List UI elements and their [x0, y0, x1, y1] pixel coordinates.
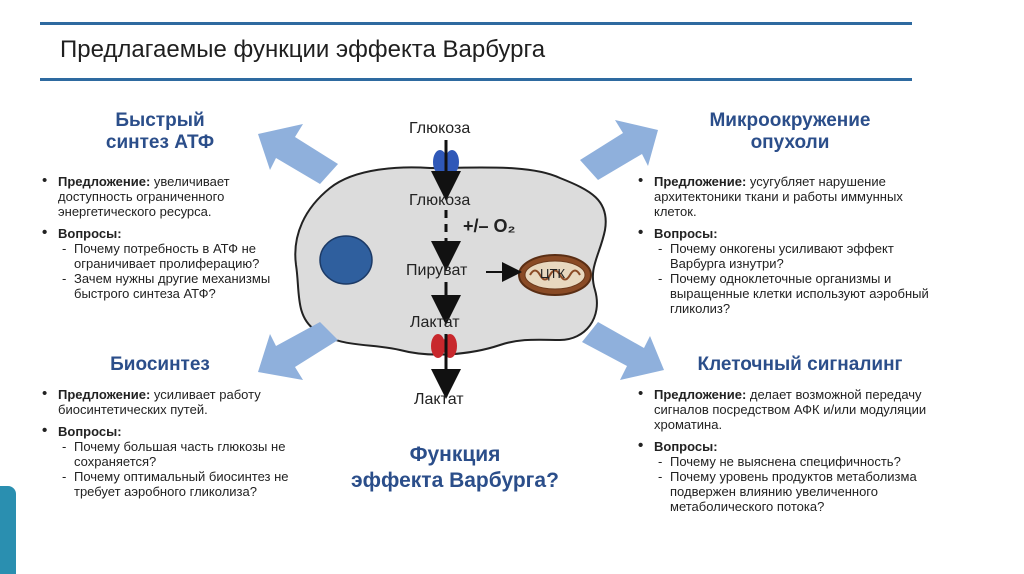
heading-microenvironment: Микроокружение опухоли — [690, 110, 890, 154]
biosynthesis-proposal-text: усиливает работу биосинтетических путей. — [58, 387, 261, 417]
nucleus — [319, 235, 373, 285]
page-title: Предлагаемые функции эффекта Варбурга — [60, 36, 546, 63]
panel-microenvironment: Предложение: усугубляет нарушение архите… — [636, 173, 941, 316]
title-underline — [40, 78, 912, 81]
arrow-to-atp — [258, 124, 338, 184]
label-tca: ЦТК — [540, 266, 566, 281]
central-question-line2: эффекта Варбурга? — [351, 469, 559, 492]
heading-microenvironment-line1: Микроокружение — [709, 110, 871, 131]
atp-proposal-text: увеличивает доступность ограниченного эн… — [58, 174, 230, 219]
signaling-proposal-label: Предложение: — [654, 387, 747, 402]
atp-proposal-label: Предложение: — [58, 174, 151, 189]
signaling-proposal: Предложение: делает возможной передачу с… — [636, 386, 976, 432]
biosynthesis-question-2: Почему оптимальный биосинтез не требует … — [40, 469, 302, 499]
signaling-question-2: Почему уровень продуктов метаболизма под… — [636, 469, 976, 514]
label-lactate-inside: Лактат — [410, 314, 460, 331]
microenvironment-proposal-text: усугубляет нарушение архитектоники ткани… — [654, 174, 903, 219]
glucose-transporter — [433, 150, 459, 174]
atp-proposal: Предложение: увеличивает доступность огр… — [40, 173, 290, 219]
microenvironment-question-2: Почему одноклеточные организмы и выращен… — [636, 271, 941, 316]
signaling-questions-label: Вопросы: — [636, 438, 976, 454]
label-glucose-outside: Глюкоза — [409, 120, 471, 137]
label-glucose-inside: Глюкоза — [409, 192, 471, 209]
biosynthesis-proposal: Предложение: усиливает работу биосинтети… — [40, 386, 302, 417]
heading-signaling: Клеточный сигналинг — [697, 354, 903, 375]
label-lactate-outside: Лактат — [414, 391, 464, 408]
microenvironment-questions-label: Вопросы: — [636, 225, 941, 241]
atp-questions-label: Вопросы: — [40, 225, 290, 241]
atp-question-2: Зачем нужны другие механизмы быстрого си… — [40, 271, 290, 301]
panel-biosynthesis: Предложение: усиливает работу биосинтети… — [40, 386, 302, 499]
label-pyruvate: Пируват — [406, 262, 468, 279]
arrow-to-microenvironment — [580, 120, 658, 180]
signaling-proposal-text: делает возможной передачу сигналов посре… — [654, 387, 927, 432]
heading-microenvironment-line2: опухоли — [750, 132, 830, 153]
corner-decoration — [0, 486, 16, 574]
signaling-question-1: Почему не выяснена специфичность? — [636, 454, 976, 469]
heading-atp: Быстрый синтез АТФ — [70, 110, 250, 154]
heading-atp-line2: синтез АТФ — [105, 132, 215, 153]
top-rule — [40, 22, 912, 25]
arrow-to-signaling — [582, 322, 664, 380]
biosynthesis-questions-label: Вопросы: — [40, 423, 302, 439]
central-question: Функция эффекта Варбурга? — [300, 442, 610, 494]
panel-signaling: Предложение: делает возможной передачу с… — [636, 386, 976, 514]
microenvironment-proposal-label: Предложение: — [654, 174, 747, 189]
biosynthesis-question-1: Почему большая часть глюкозы не сохраняе… — [40, 439, 302, 469]
microenvironment-question-1: Почему онкогены усиливают эффект Варбург… — [636, 241, 941, 271]
label-oxygen: +/– O₂ — [463, 216, 516, 236]
microenvironment-proposal: Предложение: усугубляет нарушение архите… — [636, 173, 941, 219]
central-question-line1: Функция — [409, 443, 501, 466]
biosynthesis-proposal-label: Предложение: — [58, 387, 151, 402]
arrow-to-biosynthesis — [258, 322, 338, 380]
atp-question-1: Почему потребность в АТФ не ограничивает… — [40, 241, 290, 271]
heading-biosynthesis: Биосинтез — [110, 354, 210, 375]
mitochondrion — [518, 254, 592, 296]
heading-atp-line1: Быстрый — [115, 110, 205, 131]
panel-atp: Предложение: увеличивает доступность огр… — [40, 173, 290, 301]
